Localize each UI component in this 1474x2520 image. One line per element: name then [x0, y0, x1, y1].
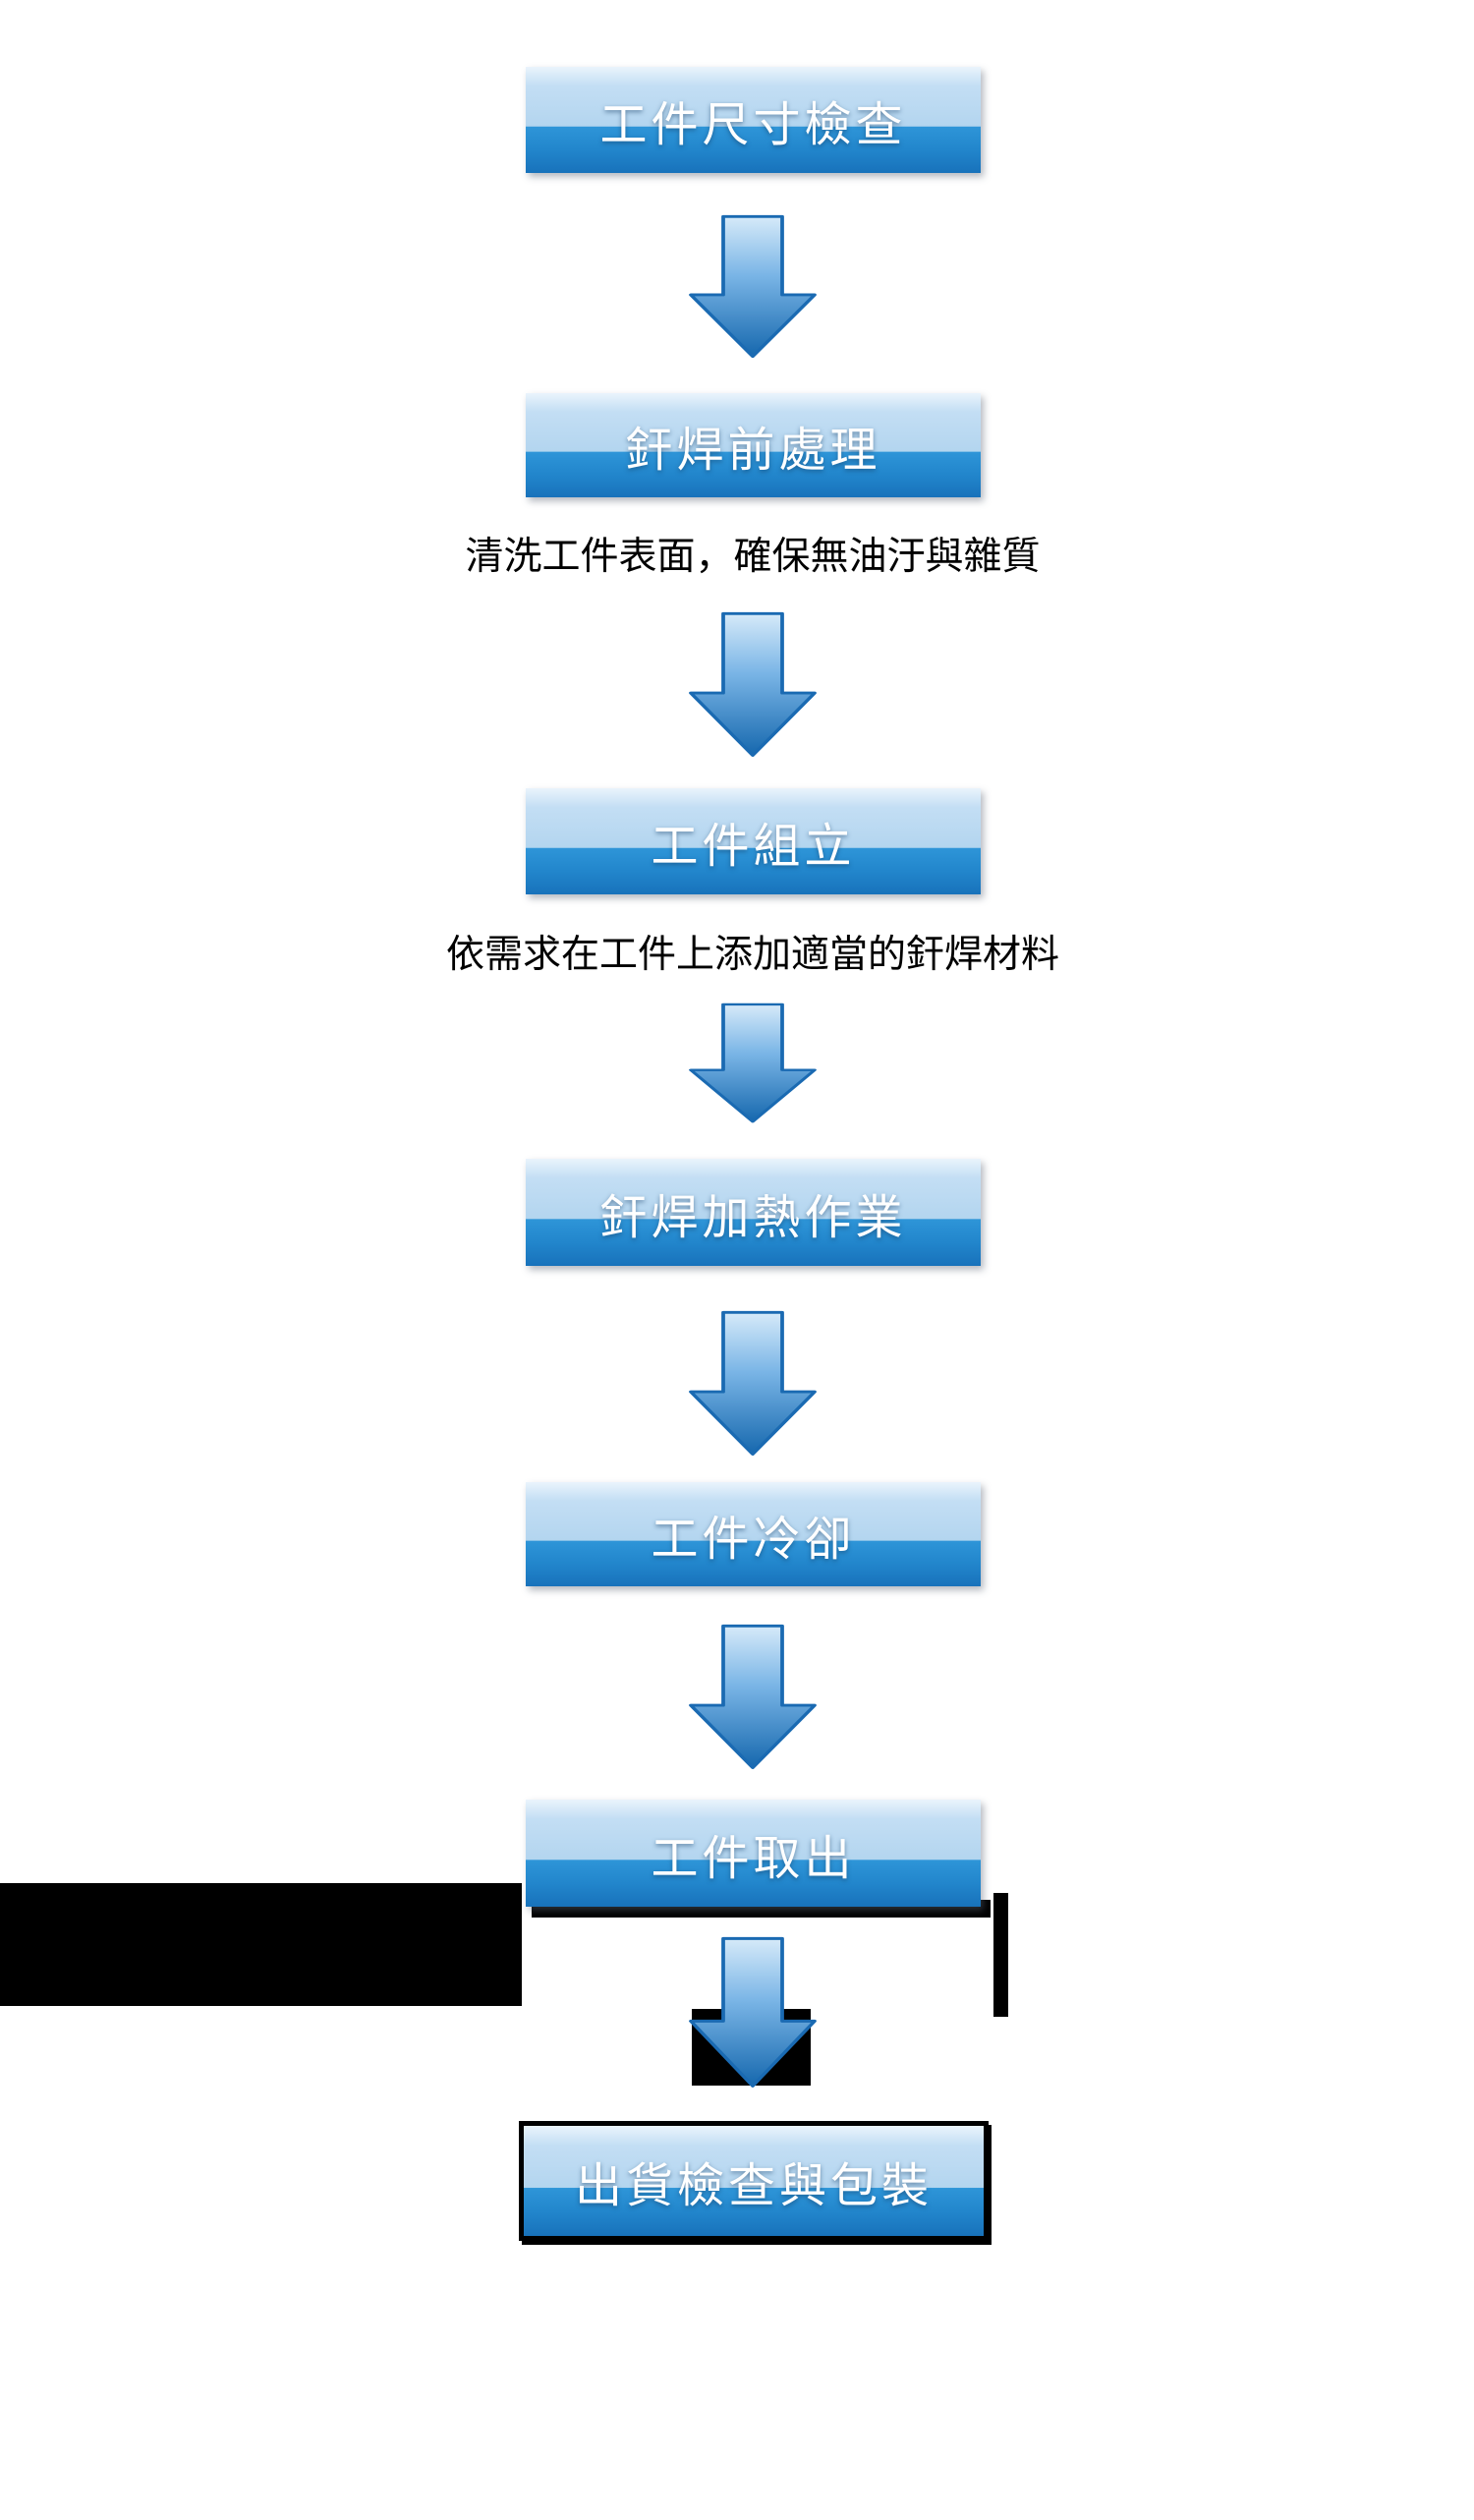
flow-step-final-inspection-packing: 出貨檢查與包裝 — [519, 2121, 989, 2241]
flow-step-braze-heating: 釬焊加熱作業 — [526, 1159, 981, 1266]
flow-step-dimension-inspection: 工件尺寸檢查 — [526, 67, 981, 173]
flow-step-label: 釬焊前處理 — [625, 425, 881, 477]
flow-step-note: 清洗工件表面，確保無油汙與雜質 — [465, 536, 1041, 578]
down-arrow-icon — [689, 1936, 817, 2088]
flow-step-pre-braze-treatment: 釬焊前處理 — [526, 393, 981, 497]
down-arrow-icon — [689, 1310, 817, 1456]
flow-step-label: 工件冷卻 — [651, 1514, 856, 1566]
flow-step-label: 工件取出 — [651, 1832, 856, 1885]
down-arrow-icon — [689, 214, 817, 359]
down-arrow-icon — [689, 1624, 817, 1769]
flow-step-workpiece-assembly: 工件組立 — [526, 788, 981, 894]
flow-step-label: 出貨檢查與包裝 — [574, 2160, 933, 2212]
down-arrow-icon — [689, 1002, 817, 1123]
down-arrow-icon — [689, 611, 817, 757]
redaction-bar-right — [993, 1893, 1008, 2017]
redaction-bar-left — [0, 1883, 522, 2006]
flow-step-workpiece-removal: 工件取出 — [526, 1800, 981, 1907]
flow-step-label: 釬焊加熱作業 — [599, 1191, 907, 1244]
flow-step-note: 依需求在工件上添加適當的釬焊材料 — [445, 934, 1059, 976]
flow-step-workpiece-cooling: 工件冷卻 — [526, 1482, 981, 1586]
flow-step-label: 工件尺寸檢查 — [599, 99, 907, 151]
flow-step-label: 工件組立 — [651, 821, 856, 873]
